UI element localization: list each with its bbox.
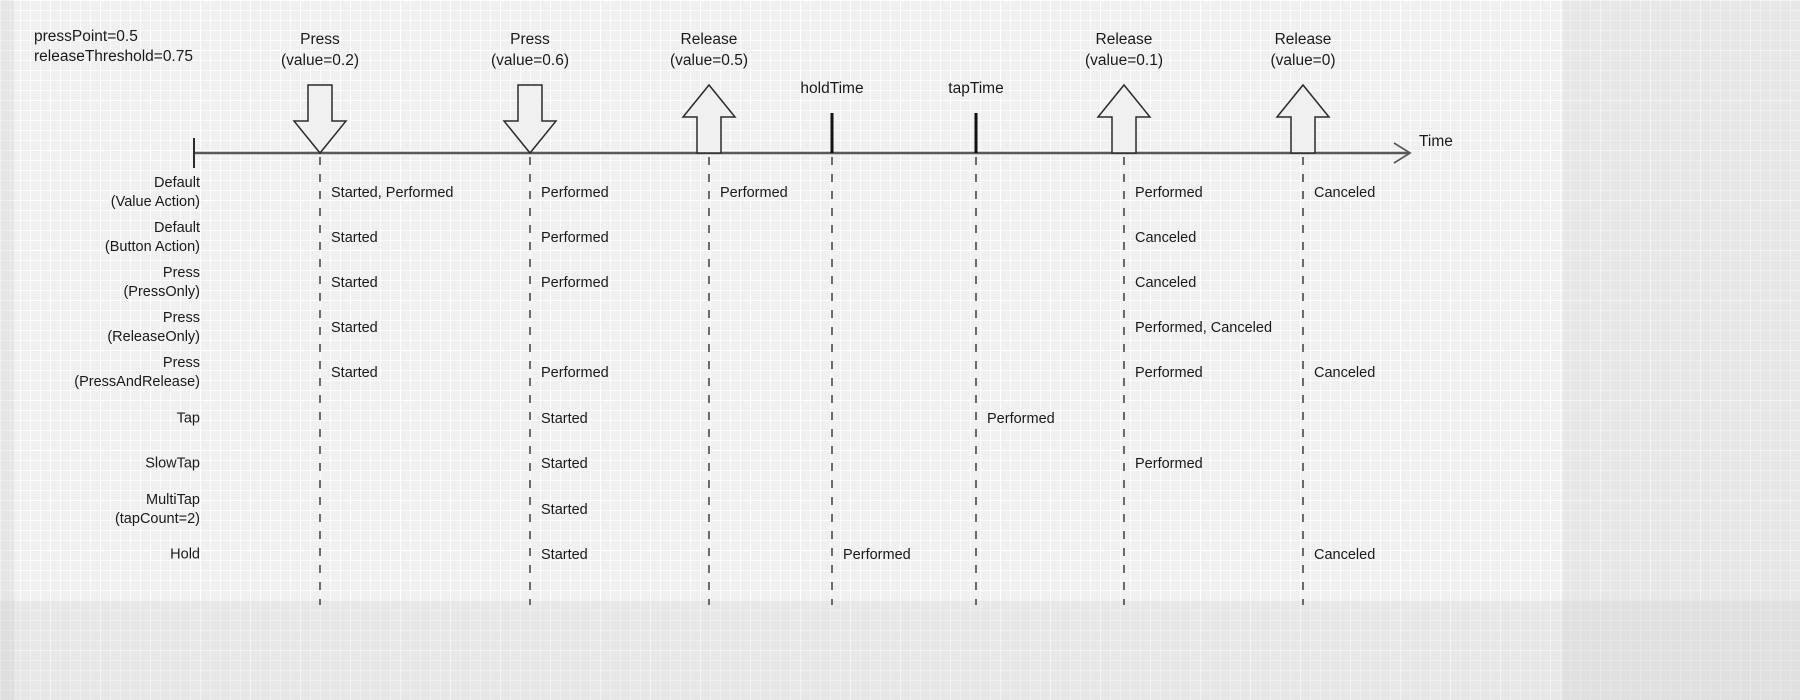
- cell-1-release-3: Canceled: [1314, 185, 1376, 201]
- cell-5-release-3: Canceled: [1314, 365, 1376, 381]
- cell-4-press-1: Started: [331, 320, 378, 336]
- row-label-8: MultiTap (tapCount=2): [114, 492, 200, 527]
- cell-7-release-2: Performed: [1135, 456, 1203, 472]
- time-axis-label: Time: [1419, 133, 1453, 150]
- cell-5-release-2: Performed: [1135, 365, 1203, 381]
- row-label-6: Tap: [176, 410, 200, 427]
- release-arrow-icon-release-1: [681, 83, 737, 154]
- time-axis-arrowhead: [1393, 142, 1412, 164]
- cell-3-release-2: Canceled: [1135, 275, 1197, 291]
- cell-5-press-2: Performed: [541, 365, 609, 381]
- cell-6-press-2: Started: [541, 411, 588, 427]
- release-arrow-icon-release-3: [1275, 83, 1331, 154]
- row-label-3: Press (PressOnly): [123, 265, 200, 300]
- cell-2-release-2: Canceled: [1135, 230, 1197, 246]
- event-label-press-2: Press (value=0.6): [491, 31, 569, 69]
- event-label-release-1: Release (value=0.5): [670, 31, 748, 69]
- cell-9-release-3: Canceled: [1314, 547, 1376, 563]
- row-label-7: SlowTap: [145, 455, 200, 472]
- cell-1-release-2: Performed: [1135, 185, 1203, 201]
- event-label-taptime: tapTime: [948, 80, 1004, 97]
- release-arrow-icon-release-2: [1096, 83, 1152, 154]
- cell-7-press-2: Started: [541, 456, 588, 472]
- cell-9-holdtime: Performed: [843, 547, 911, 563]
- event-label-holdtime: holdTime: [800, 80, 864, 97]
- cell-5-press-1: Started: [331, 365, 378, 381]
- row-label-5: Press (PressAndRelease): [74, 355, 200, 390]
- row-label-9: Hold: [170, 546, 200, 563]
- cell-3-press-2: Performed: [541, 275, 609, 291]
- press-arrow-icon-press-2: [502, 84, 558, 155]
- cell-2-press-1: Started: [331, 230, 378, 246]
- event-label-release-3: Release (value=0): [1270, 31, 1336, 69]
- cell-1-release-1: Performed: [720, 185, 788, 201]
- press-arrow-icon-press-1: [292, 84, 348, 155]
- row-label-1: Default (Value Action): [110, 175, 200, 210]
- event-label-press-1: Press (value=0.2): [281, 31, 359, 69]
- cell-2-press-2: Performed: [541, 230, 609, 246]
- cell-6-taptime: Performed: [987, 411, 1055, 427]
- cell-1-press-2: Performed: [541, 185, 609, 201]
- cell-9-press-2: Started: [541, 547, 588, 563]
- cell-1-press-1: Started, Performed: [331, 185, 454, 201]
- cell-8-press-2: Started: [541, 502, 588, 518]
- cell-4-release-2: Performed, Canceled: [1135, 320, 1273, 336]
- cell-3-press-1: Started: [331, 275, 378, 291]
- parameters-note: pressPoint=0.5 releaseThreshold=0.75: [34, 28, 193, 65]
- event-label-release-2: Release (value=0.1): [1085, 31, 1163, 69]
- row-label-2: Default (Button Action): [104, 220, 200, 255]
- row-label-4: Press (ReleaseOnly): [107, 310, 200, 345]
